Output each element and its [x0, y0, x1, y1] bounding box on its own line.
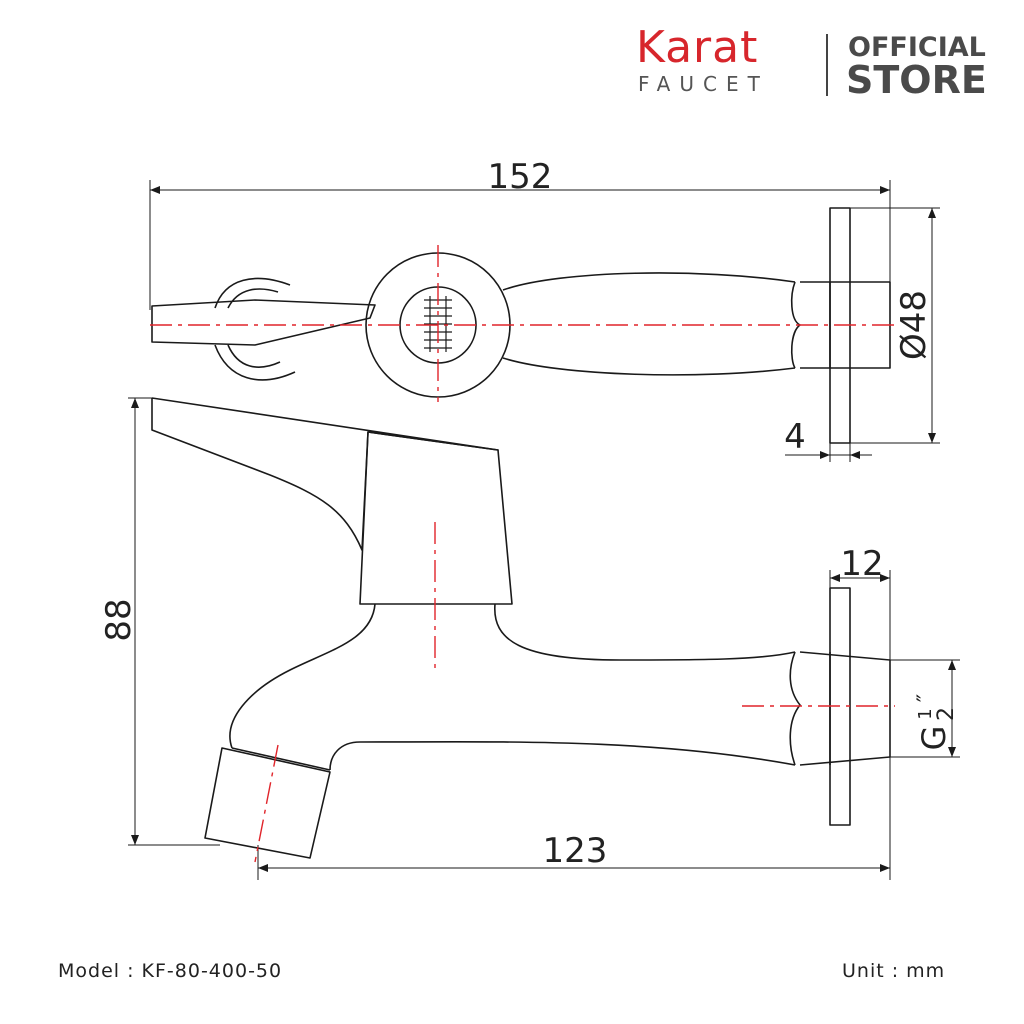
- side-valve-cap: [359, 431, 513, 605]
- brand-logo: Karat FAUCET OFFICIAL STORE: [636, 22, 996, 108]
- dim-thread-length: 12: [840, 544, 883, 584]
- dim-flange-diameter: Ø48: [894, 290, 934, 360]
- side-lever: [151, 397, 499, 551]
- thread-numerator: 1: [915, 708, 936, 719]
- brand-name: Karat: [636, 22, 759, 73]
- dimension-lines: [128, 180, 960, 880]
- brand-store: STORE: [846, 58, 987, 102]
- brand-separator: [826, 34, 828, 96]
- thread-inch-mark: ″: [914, 694, 939, 702]
- top-lever: [151, 299, 376, 346]
- side-view: [151, 397, 891, 859]
- dimension-labels: 152 Ø48 4 88 12 G 1 2 ″ 123: [99, 157, 959, 871]
- thread-denominator: 2: [934, 707, 959, 721]
- top-lever-base: [214, 277, 296, 381]
- thread-prefix: G: [915, 726, 953, 751]
- side-hex-nut: [789, 651, 891, 766]
- top-body-arm: [502, 272, 796, 376]
- dim-height: 88: [99, 598, 139, 641]
- dim-thread-size: G 1 2 ″: [914, 694, 959, 751]
- dim-spout-reach: 123: [543, 831, 608, 871]
- side-aerator: [204, 747, 331, 859]
- dim-flange-thickness: 4: [784, 417, 806, 457]
- unit-label: Unit : mm: [842, 960, 946, 982]
- brand-subtitle: FAUCET: [638, 72, 769, 96]
- side-body: [229, 603, 796, 771]
- dim-total-length: 152: [488, 157, 553, 197]
- brand-official: OFFICIAL: [848, 32, 986, 63]
- center-lines: [150, 245, 895, 863]
- model-label: Model : KF-80-400-50: [58, 960, 283, 982]
